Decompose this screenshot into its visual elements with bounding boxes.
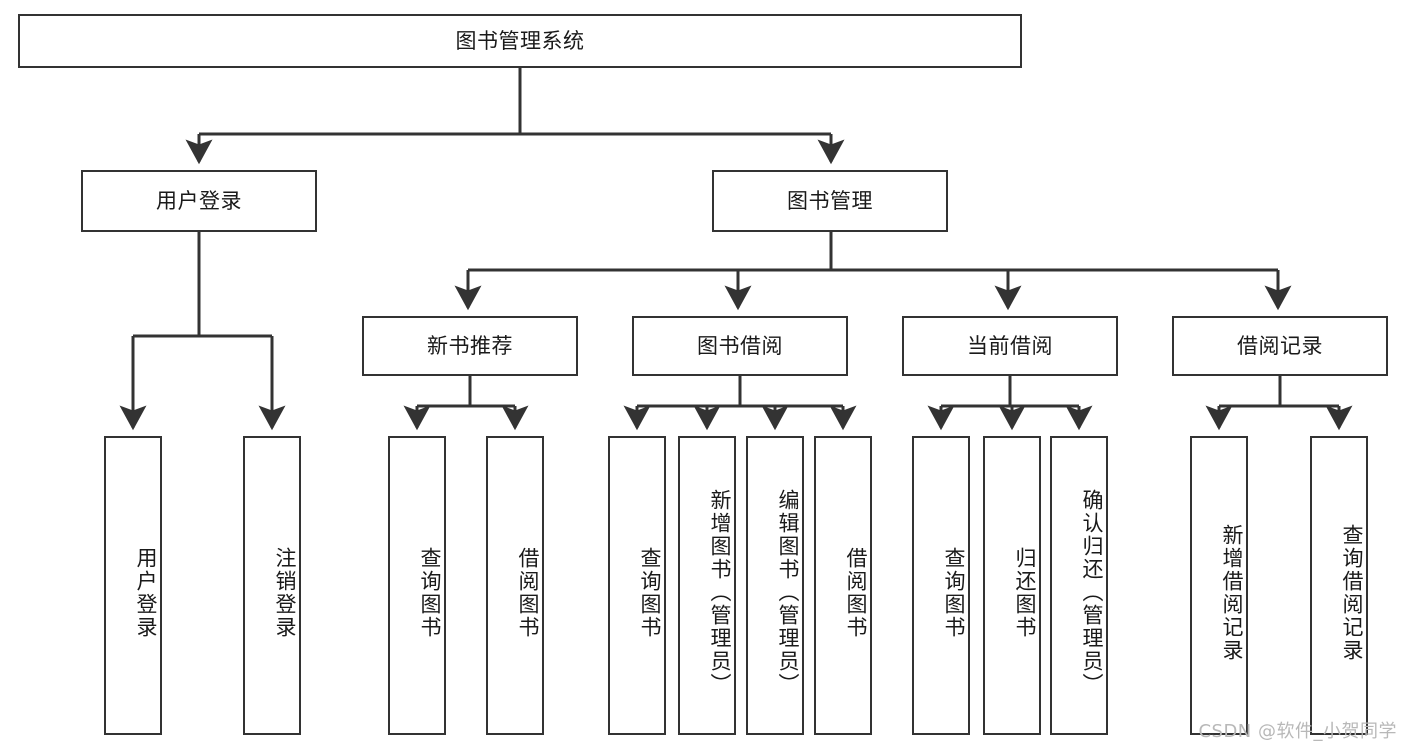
leaf-query-book-current[interactable]: 查询图书 xyxy=(912,436,970,735)
node-book-borrow[interactable]: 图书借阅 xyxy=(632,316,848,376)
csdn-watermark: CSDN @软件_小贺同学 xyxy=(1198,721,1397,742)
leaf-borrow-book-new[interactable]: 借阅图书 xyxy=(486,436,544,735)
leaf-confirm-return-admin[interactable]: 确认归还（管理员） xyxy=(1050,436,1108,735)
node-book-management[interactable]: 图书管理 xyxy=(712,170,948,232)
node-new-book-recommend[interactable]: 新书推荐 xyxy=(362,316,578,376)
leaf-add-book-admin[interactable]: 新增图书（管理员） xyxy=(678,436,736,735)
node-user-login[interactable]: 用户登录 xyxy=(81,170,317,232)
leaf-edit-book-admin[interactable]: 编辑图书（管理员） xyxy=(746,436,804,735)
node-borrow-records[interactable]: 借阅记录 xyxy=(1172,316,1388,376)
leaf-user-login[interactable]: 用户登录 xyxy=(104,436,162,735)
leaf-return-book[interactable]: 归还图书 xyxy=(983,436,1041,735)
leaf-query-borrow-record[interactable]: 查询借阅记录 xyxy=(1310,436,1368,735)
node-current-borrow[interactable]: 当前借阅 xyxy=(902,316,1118,376)
leaf-query-book-new[interactable]: 查询图书 xyxy=(388,436,446,735)
leaf-user-logout[interactable]: 注销登录 xyxy=(243,436,301,735)
leaf-add-borrow-record[interactable]: 新增借阅记录 xyxy=(1190,436,1248,735)
node-root[interactable]: 图书管理系统 xyxy=(18,14,1022,68)
leaf-query-book-borrow[interactable]: 查询图书 xyxy=(608,436,666,735)
leaf-borrow-book[interactable]: 借阅图书 xyxy=(814,436,872,735)
